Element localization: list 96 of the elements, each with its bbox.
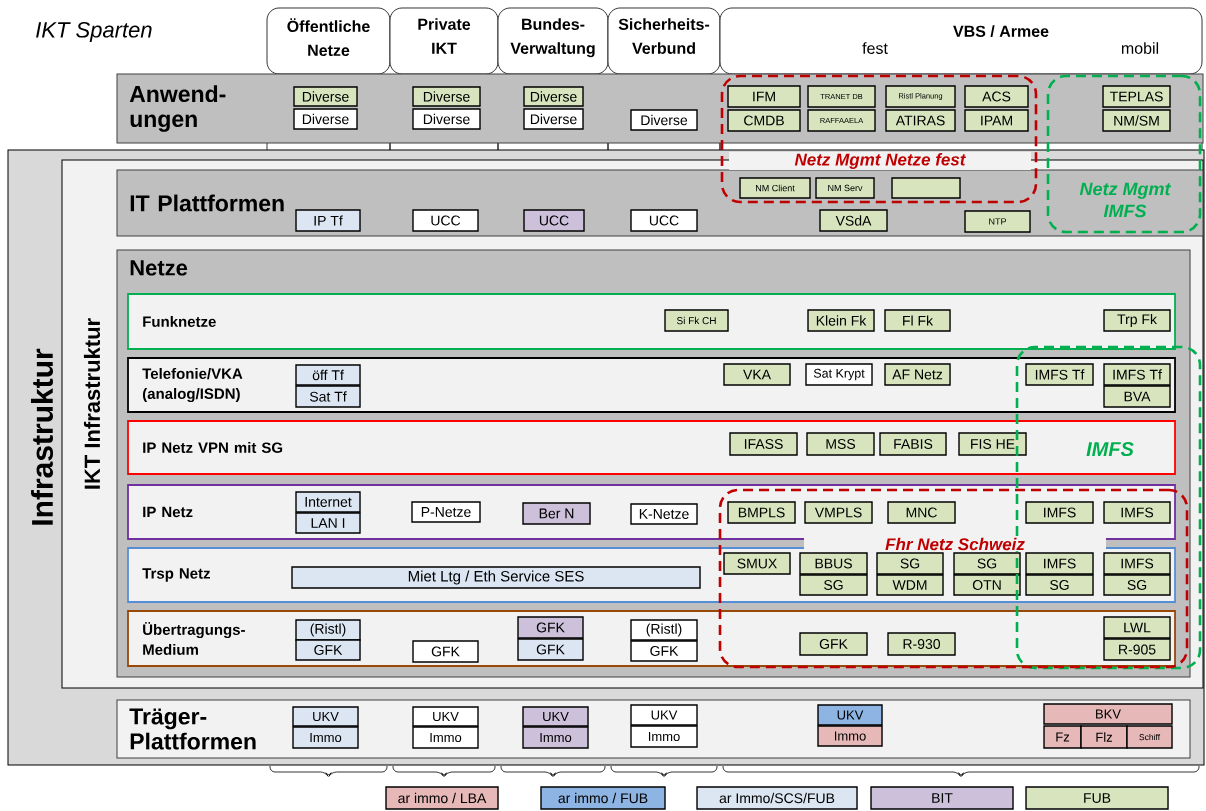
system-box: Diverse <box>630 109 698 131</box>
system-box: Ber N <box>522 502 591 525</box>
system-box: IMFS Tf <box>1103 363 1171 386</box>
system-box: SG <box>1103 574 1171 596</box>
system-box: UKV <box>522 706 589 727</box>
system-box: UKV <box>630 704 698 726</box>
system-box: Flz <box>1080 725 1128 749</box>
system-box: IPAM <box>964 109 1029 132</box>
system-box: K-Netze <box>630 503 698 525</box>
system-box: UKV <box>817 704 883 726</box>
system-box: Fz <box>1043 725 1082 749</box>
legend-item: ar immo / FUB <box>540 786 666 810</box>
system-box: Immo <box>817 725 883 747</box>
system-box: VSdA <box>819 209 888 232</box>
system-box: SMUX <box>723 552 791 575</box>
system-box: Schiff <box>1126 725 1173 749</box>
system-box: Diverse <box>293 86 358 107</box>
system-box: Internet <box>295 491 361 513</box>
system-box: IP Tf <box>295 209 361 232</box>
system-box: CMDB <box>727 109 801 132</box>
system-box: NM/SM <box>1102 109 1171 132</box>
system-box: öff Tf <box>295 364 361 386</box>
system-box: BBUS <box>799 552 868 575</box>
system-box: OTN <box>953 574 1021 596</box>
system-box: AF Netz <box>884 363 951 386</box>
system-box: Si Fk CH <box>664 309 729 332</box>
system-box: IMFS Tf <box>1025 363 1094 386</box>
column-tab: Öffentliche Netze <box>266 7 391 75</box>
system-box: NM Client <box>739 177 811 199</box>
system-box: Miet Ltg / Eth Service SES <box>291 566 701 589</box>
system-box: R-905 <box>1103 638 1171 661</box>
system-box: IFM <box>727 85 801 108</box>
column-tab: Bundes- Verwaltung <box>497 7 609 75</box>
system-box: ACS <box>964 85 1029 108</box>
system-box: TEPLAS <box>1102 85 1171 108</box>
system-box: (Ristl) <box>630 619 698 641</box>
system-box: Diverse <box>412 86 481 107</box>
heading: IKT Sparten <box>36 22 152 42</box>
system-box <box>891 177 961 199</box>
system-box: UKV <box>412 706 479 727</box>
legend-item: ar immo / LBA <box>385 786 499 810</box>
system-box: Klein Fk <box>807 309 875 332</box>
system-box: LWL <box>1103 616 1171 639</box>
legend-item: FUB <box>1025 786 1169 810</box>
system-box: LAN I <box>295 512 361 534</box>
system-box: R-930 <box>887 632 956 656</box>
column-tab: Sicherheits- Verbund <box>607 7 721 75</box>
system-box: VMPLS <box>804 501 873 524</box>
system-box: UCC <box>630 209 698 232</box>
system-box: IMFS <box>1025 501 1094 524</box>
system-box: Diverse <box>412 108 481 130</box>
system-box: GFK <box>517 616 584 639</box>
system-box: SG <box>799 574 868 596</box>
system-box: UCC <box>412 209 479 232</box>
system-box: NTP <box>964 210 1031 233</box>
region-label: IMFS <box>1086 441 1134 457</box>
system-box: MNC <box>887 501 956 524</box>
system-box: P-Netze <box>411 501 481 523</box>
system-box: IMFS <box>1103 552 1171 575</box>
system-box: SG <box>876 552 944 575</box>
legend-item: BIT <box>870 786 1014 810</box>
system-box: Immo <box>522 726 589 749</box>
system-box: GFK <box>295 639 361 661</box>
legend-item: ar Immo/SCS/FUB <box>696 786 858 810</box>
system-box: SG <box>953 552 1021 575</box>
system-box: UCC <box>523 209 585 232</box>
system-box: NM Serv <box>815 177 875 199</box>
system-box: UKV <box>292 706 359 727</box>
system-box: Diverse <box>293 108 358 130</box>
system-box: Immo <box>630 725 698 748</box>
system-box: Diverse <box>523 86 584 107</box>
system-box: GFK <box>517 638 584 661</box>
system-box: BVA <box>1103 385 1171 408</box>
column-tab: Private IKT <box>389 7 499 75</box>
system-box: BMPLS <box>727 501 796 524</box>
system-box: IMFS <box>1103 501 1171 524</box>
system-box: Fl Fk <box>884 309 951 332</box>
system-box: ATIRAS <box>885 109 956 132</box>
system-box: GFK <box>799 632 868 656</box>
system-box: SG <box>1025 574 1094 596</box>
system-box: IMFS <box>1025 552 1094 575</box>
system-box: Sat Krypt <box>805 363 873 386</box>
system-box: (Ristl) <box>295 619 361 641</box>
system-box: MSS <box>806 432 875 456</box>
system-box: WDM <box>876 574 944 596</box>
system-box: Diverse <box>523 108 584 130</box>
system-box: GFK <box>630 640 698 662</box>
system-box: Sat Tf <box>295 385 361 408</box>
system-box: VKA <box>723 363 791 386</box>
system-box: IFASS <box>729 432 798 456</box>
column-tab: VBS / Armee fest mobil <box>719 7 1203 75</box>
system-box: FABIS <box>879 432 947 456</box>
system-box: GFK <box>412 640 479 663</box>
system-box: Immo <box>412 726 479 749</box>
system-box: Immo <box>292 726 359 749</box>
system-box: Trp Fk <box>1103 309 1171 332</box>
